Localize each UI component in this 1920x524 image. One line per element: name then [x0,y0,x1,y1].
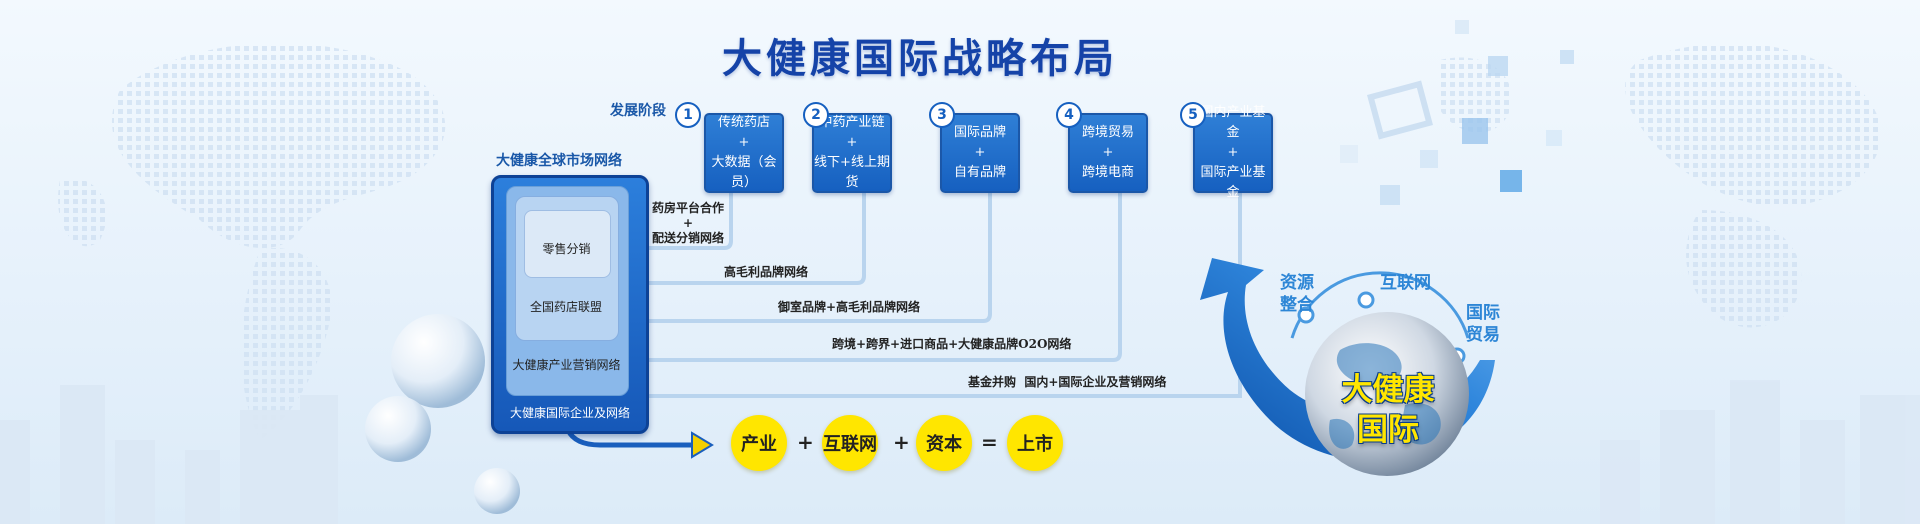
equation-result-ipo: 上市 [1007,415,1063,471]
stage-box-text: 跨境电商 [1081,165,1134,180]
globe-title: 大健康 国际 [1318,370,1458,450]
stage-box-text: 自有品牌 [953,165,1006,180]
stage-number-5: 5 [1180,102,1206,128]
tag-text: 整合 [1280,295,1314,315]
globe-continents [1329,343,1441,449]
retail-label: 零售分销 [542,242,591,256]
connector-lines [597,191,1242,416]
stage-number-2: 2 [803,102,829,128]
stage-box-text: + [846,135,858,150]
stage-box-text: 传统药店 [717,115,770,130]
flow-label-1-line: 药房平台合作 [651,201,724,215]
tag-international-trade: 国际 贸易 [1466,302,1500,346]
equation-term-industry: 产业 [731,415,787,471]
network-label: 大健康全球市场网络 [496,153,622,169]
flow-label-2: 高毛利品牌网络 [724,265,809,279]
equation-arrowhead [691,431,714,459]
square-decoration [1340,20,1574,205]
tag-resource-integration: 资源 整合 [1280,272,1314,316]
stage-box-text: + [974,145,986,160]
stage-box-text: 跨境贸易 [1081,125,1134,140]
stage-number-3: 3 [929,102,955,128]
stage-box-text: 大数据（会员） [711,155,777,190]
flow-label-1-line: + [682,216,694,230]
flow-label-1: 药房平台合作 + 配送分销网络 [650,201,726,246]
globe-title-line: 大健康 [1341,372,1435,408]
flow-label-4: 跨境+跨界+进口商品+大健康品牌O2O网络 [832,337,1072,351]
network-layer-1 [524,210,611,278]
stage-box-text: 国际产业基金 [1200,165,1266,200]
stage-box-3: 国际品牌 + 自有品牌 [940,113,1020,193]
world-map-decoration [58,43,1881,440]
equation-term-capital: 资本 [916,415,972,471]
equation-plus: + [893,430,910,454]
stage-box-text: 国内产业基金 [1200,105,1266,140]
sphere-decoration [391,314,485,408]
stage-box-4: 跨境贸易 + 跨境电商 [1068,113,1148,193]
international-label: 大健康国际企业及网络 [509,406,630,420]
tag-text: 贸易 [1466,325,1500,345]
stage-box-text: + [738,135,750,150]
stage-box-5: 国内产业基金 + 国际产业基金 [1193,105,1273,200]
industry-label: 大健康产业营销网络 [512,358,621,372]
equation-term-internet: 互联网 [822,415,878,471]
sphere-decoration [365,396,431,462]
stage-number-1: 1 [675,102,701,128]
sphere-decoration [474,468,520,514]
tag-text: 资源 [1280,273,1314,293]
skyline-decoration [0,380,1920,524]
tag-internet: 互联网 [1380,273,1431,293]
globe-title-line: 国际 [1357,412,1419,448]
stage-number-4: 4 [1056,102,1082,128]
tag-text: 国际 [1466,303,1500,323]
alliance-label: 全国药店联盟 [529,300,602,314]
flow-label-5: 基金并购 国内+国际企业及营销网络 [968,375,1167,389]
equation-equals: = [981,430,998,454]
stage-box-text: + [1227,145,1239,160]
stage-box-text: 国际品牌 [953,125,1006,140]
stage-box-text: + [1102,145,1114,160]
flow-label-1-line: 配送分销网络 [651,231,724,245]
stage-box-2: 中药产业链 + 线下+线上期货 [812,113,892,193]
stage-box-1: 传统药店 + 大数据（会员） [704,113,784,193]
flow-label-3: 御室品牌+高毛利品牌网络 [778,300,921,314]
stage-box-text: 线下+线上期货 [814,155,890,190]
stage-label: 发展阶段 [610,103,666,119]
stage-box-text: 中药产业链 [819,115,885,130]
page-title: 大健康国际战略布局 [722,36,1118,82]
equation-plus: + [797,430,814,454]
